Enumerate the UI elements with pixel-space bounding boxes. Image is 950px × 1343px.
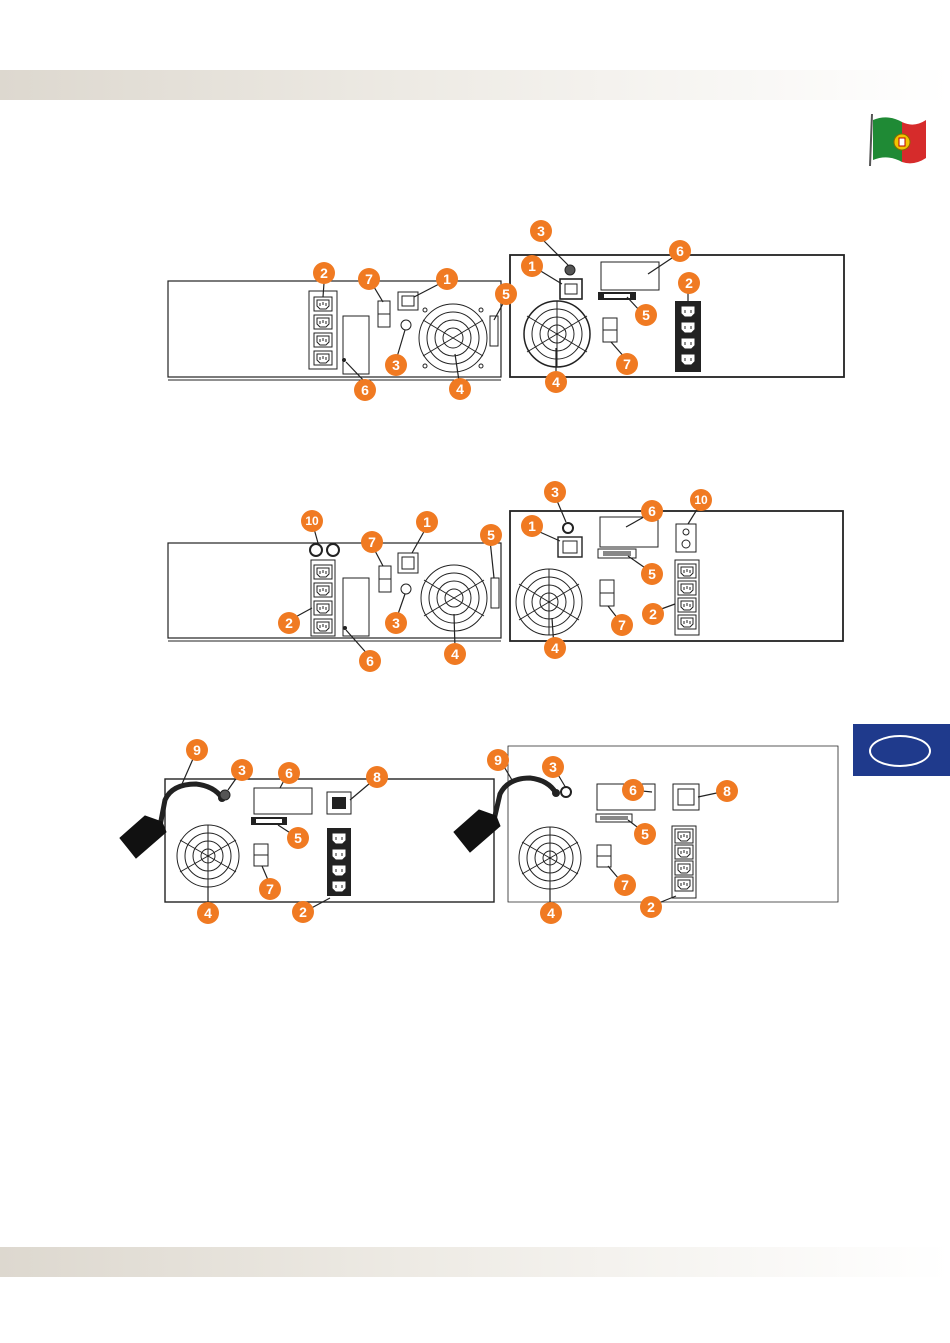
callout-1: 1 xyxy=(521,515,543,537)
callout-6: 6 xyxy=(359,650,381,672)
callout-label: 6 xyxy=(629,782,637,798)
callout-label: 2 xyxy=(649,606,657,622)
callout-2: 2 xyxy=(642,603,664,625)
panel-row2-left xyxy=(168,543,501,641)
callout-7: 7 xyxy=(361,531,383,553)
callout-3: 3 xyxy=(385,354,407,376)
callout-4: 4 xyxy=(545,371,567,393)
callout-label: 2 xyxy=(285,615,293,631)
callout-label: 6 xyxy=(676,243,684,259)
callout-1: 1 xyxy=(416,511,438,533)
callout-3: 3 xyxy=(544,481,566,503)
callout-label: 4 xyxy=(547,905,555,921)
callout-1: 1 xyxy=(436,268,458,290)
callout-label: 2 xyxy=(299,904,307,920)
callout-label: 7 xyxy=(621,877,629,893)
callout-label: 7 xyxy=(618,617,626,633)
callout-label: 8 xyxy=(373,769,381,785)
callout-4: 4 xyxy=(449,378,471,400)
callout-7: 7 xyxy=(259,878,281,900)
callout-9: 9 xyxy=(487,749,509,771)
callout-4: 4 xyxy=(197,902,219,924)
callout-9: 9 xyxy=(186,739,208,761)
callout-4: 4 xyxy=(544,637,566,659)
panel-row1-left xyxy=(168,281,501,380)
callout-2: 2 xyxy=(313,262,335,284)
callout-label: 7 xyxy=(368,534,376,550)
callout-label: 6 xyxy=(648,503,656,519)
callout-6: 6 xyxy=(622,779,644,801)
callout-label: 2 xyxy=(320,265,328,281)
callout-label: 1 xyxy=(528,258,536,274)
callout-label: 3 xyxy=(238,762,246,778)
callout-7: 7 xyxy=(616,353,638,375)
callout-label: 3 xyxy=(549,759,557,775)
callout-label: 5 xyxy=(294,830,302,846)
callout-10: 10 xyxy=(690,489,712,511)
callout-10: 10 xyxy=(301,510,323,532)
callout-label: 5 xyxy=(648,566,656,582)
callout-4: 4 xyxy=(444,643,466,665)
callout-label: 10 xyxy=(694,493,708,507)
callout-2: 2 xyxy=(278,612,300,634)
callout-5: 5 xyxy=(287,827,309,849)
callout-3: 3 xyxy=(231,759,253,781)
callout-label: 1 xyxy=(423,514,431,530)
callout-label: 3 xyxy=(551,484,559,500)
callout-3: 3 xyxy=(530,220,552,242)
callout-2: 2 xyxy=(640,896,662,918)
callout-label: 4 xyxy=(451,646,459,662)
callout-label: 3 xyxy=(392,357,400,373)
callout-5: 5 xyxy=(495,283,517,305)
callout-label: 3 xyxy=(537,223,545,239)
callout-label: 9 xyxy=(193,742,201,758)
callout-label: 5 xyxy=(502,286,510,302)
callout-4: 4 xyxy=(540,902,562,924)
callout-2: 2 xyxy=(678,272,700,294)
callout-7: 7 xyxy=(611,614,633,636)
callout-7: 7 xyxy=(358,268,380,290)
callout-5: 5 xyxy=(641,563,663,585)
callout-label: 5 xyxy=(487,527,495,543)
callout-label: 4 xyxy=(456,381,464,397)
callout-label: 2 xyxy=(685,275,693,291)
callout-label: 1 xyxy=(443,271,451,287)
callout-label: 9 xyxy=(494,752,502,768)
callout-label: 2 xyxy=(647,899,655,915)
callout-label: 6 xyxy=(361,382,369,398)
callout-2: 2 xyxy=(292,901,314,923)
callout-6: 6 xyxy=(354,379,376,401)
callout-5: 5 xyxy=(634,823,656,845)
callout-3: 3 xyxy=(385,612,407,634)
callout-label: 4 xyxy=(551,640,559,656)
panel-row2-right xyxy=(510,511,843,641)
callout-7: 7 xyxy=(614,874,636,896)
callout-label: 10 xyxy=(305,514,319,528)
callout-label: 7 xyxy=(365,271,373,287)
callout-6: 6 xyxy=(641,500,663,522)
callout-label: 7 xyxy=(266,881,274,897)
callout-label: 4 xyxy=(552,374,560,390)
callout-label: 6 xyxy=(285,765,293,781)
callout-label: 8 xyxy=(723,783,731,799)
callout-label: 5 xyxy=(642,307,650,323)
callout-6: 6 xyxy=(278,762,300,784)
callout-8: 8 xyxy=(716,780,738,802)
callout-1: 1 xyxy=(521,255,543,277)
callout-label: 7 xyxy=(623,356,631,372)
callout-label: 6 xyxy=(366,653,374,669)
callout-5: 5 xyxy=(635,304,657,326)
callout-5: 5 xyxy=(480,524,502,546)
callout-label: 5 xyxy=(641,826,649,842)
callout-3: 3 xyxy=(542,756,564,778)
panel-row1-right xyxy=(510,255,844,377)
callout-label: 1 xyxy=(528,518,536,534)
callout-label: 4 xyxy=(204,905,212,921)
callout-6: 6 xyxy=(669,240,691,262)
callout-label: 3 xyxy=(392,615,400,631)
callout-8: 8 xyxy=(366,766,388,788)
